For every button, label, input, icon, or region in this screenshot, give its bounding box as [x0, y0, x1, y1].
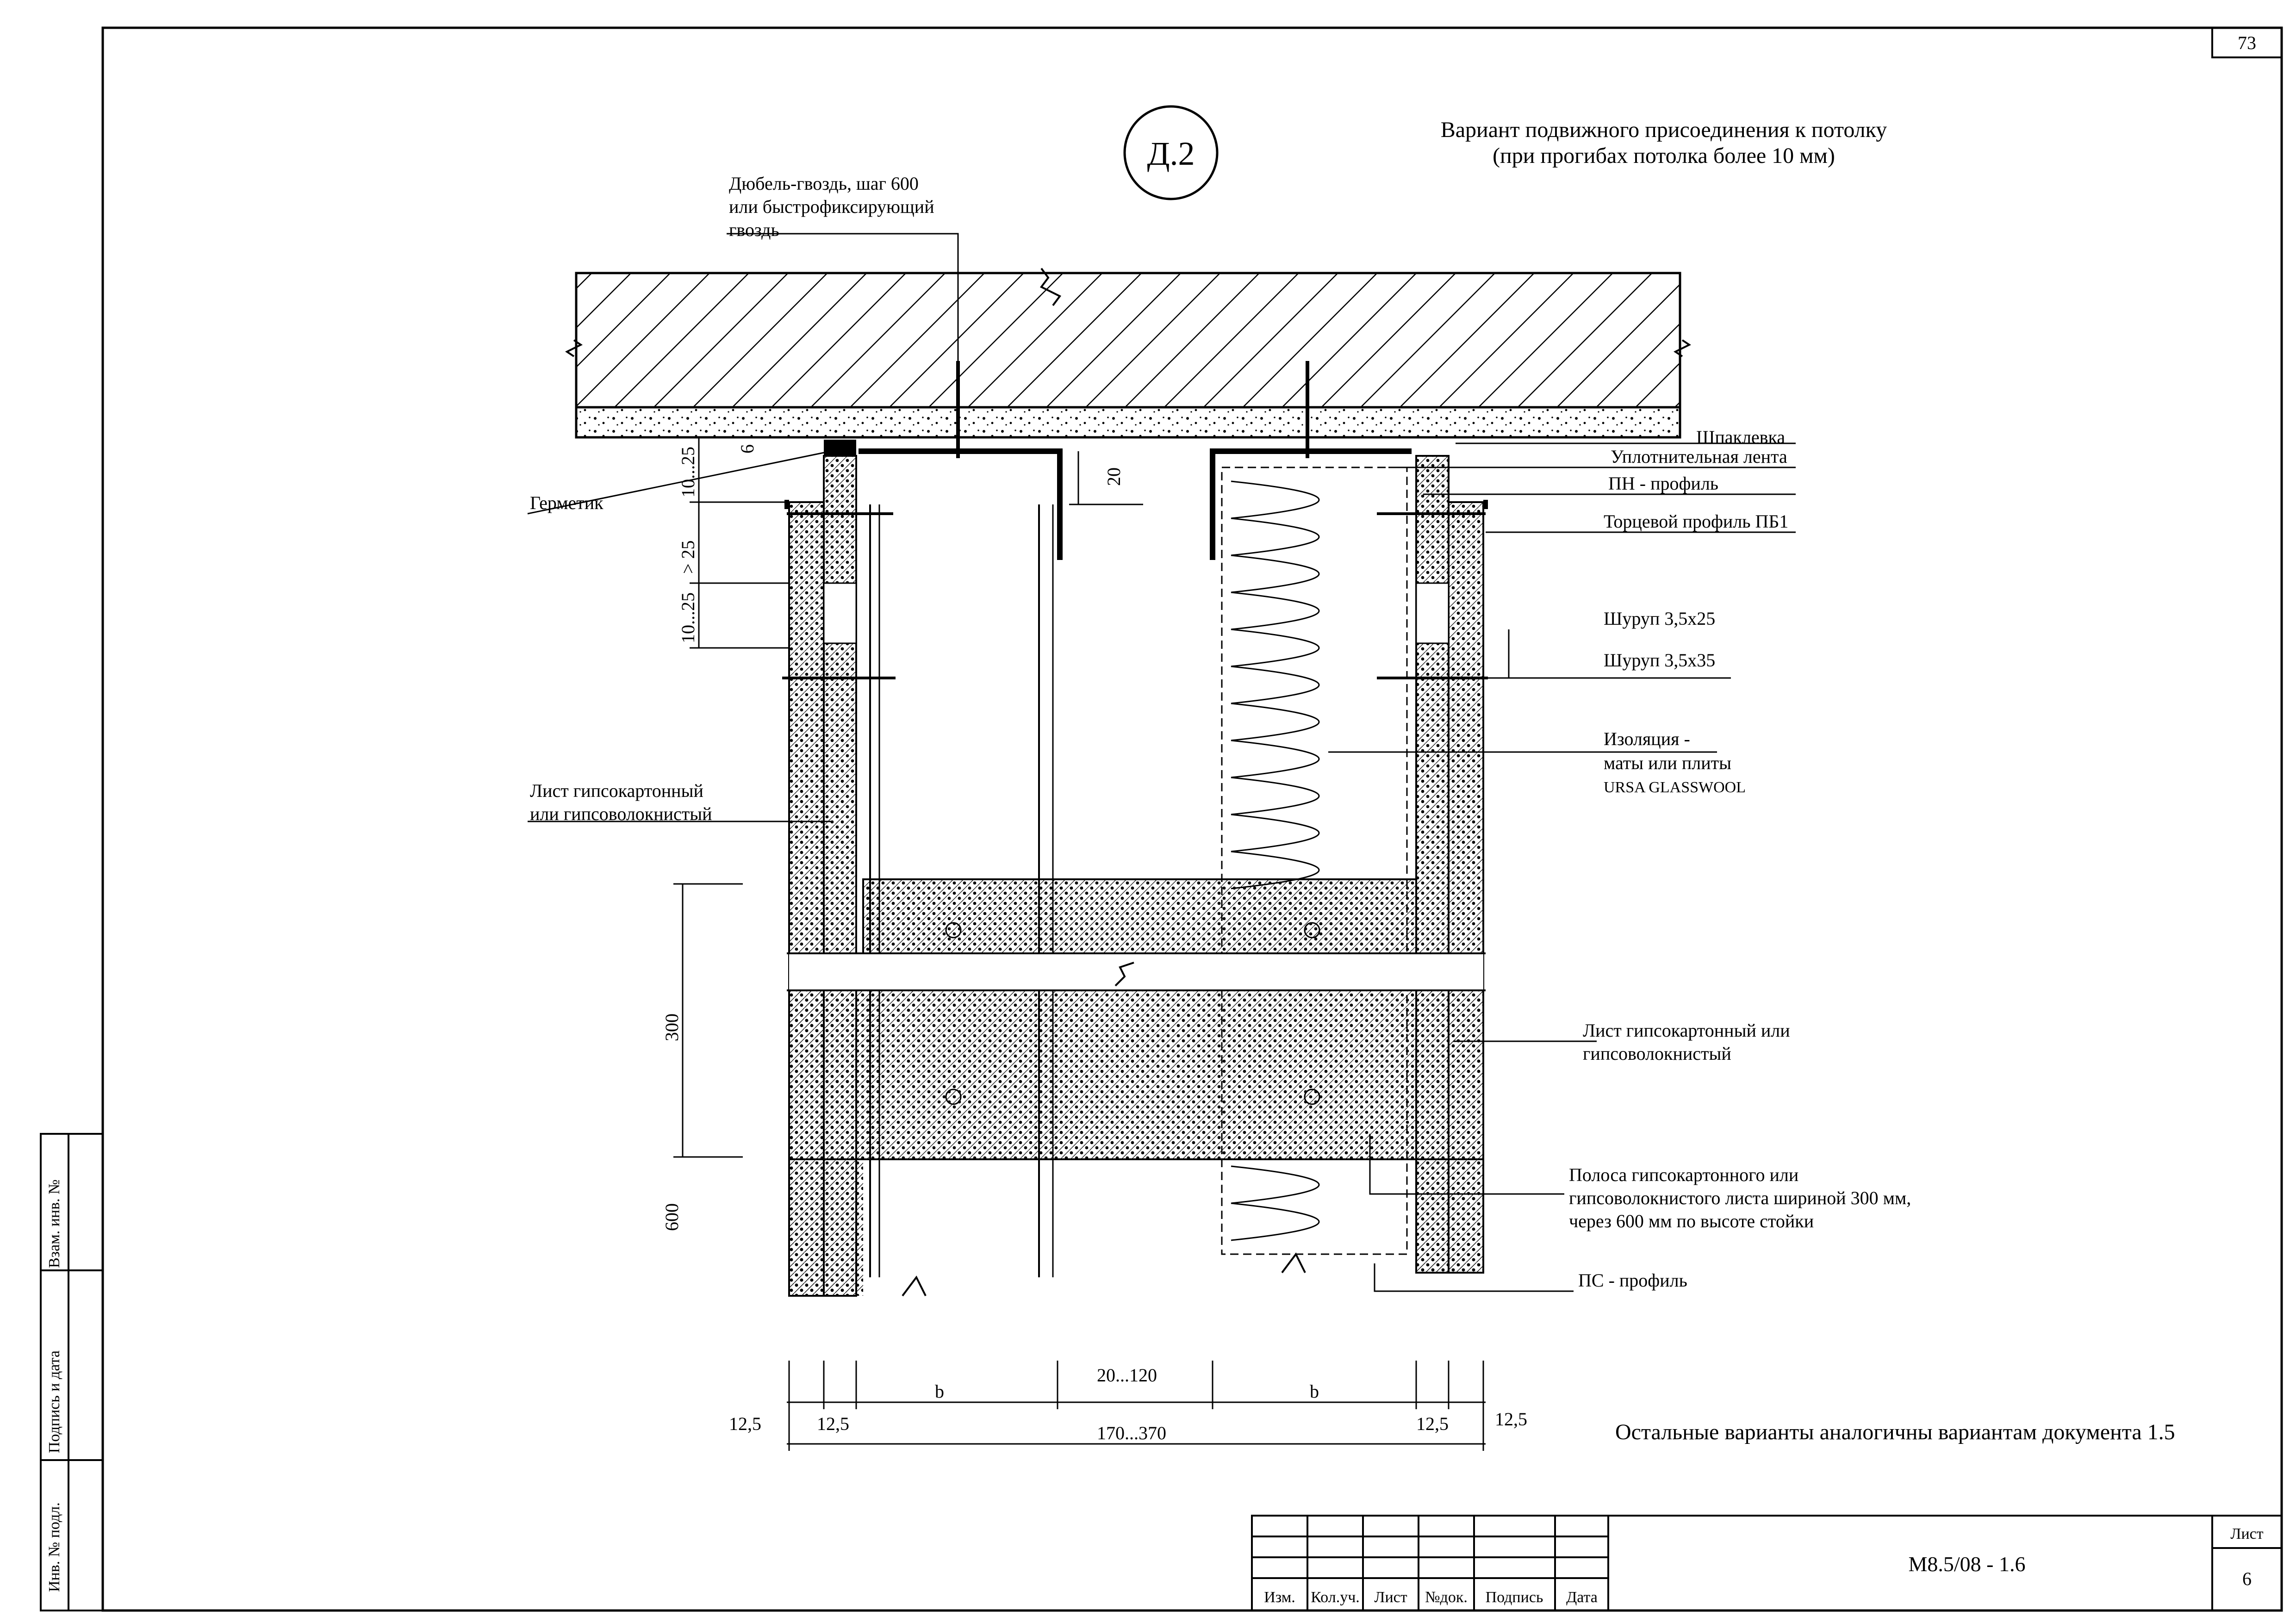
stamp-original-inv: Инв. № подл. — [46, 1502, 63, 1592]
tb-col-list: Лист — [1374, 1589, 1407, 1606]
callout-board-left-1: Лист гипсокартонный — [530, 780, 703, 801]
callout-board-right-1: Лист гипсокартонный или — [1583, 1020, 1790, 1041]
dim-12-5-d: 12,5 — [1495, 1409, 1527, 1430]
tb-col-ndok: №док. — [1425, 1589, 1468, 1606]
title-block — [1251, 1515, 2283, 1611]
insulation-mat — [1221, 466, 1408, 1255]
dimensions-vertical — [673, 436, 1143, 1158]
dim-170-370: 170...370 — [1097, 1423, 1166, 1443]
callout-strip-2: гипсоволокнистого листа шириной 300 мм, — [1569, 1188, 1911, 1208]
dim-10-25-bottom: 10...25 — [678, 592, 698, 643]
tb-col-podpis: Подпись — [1486, 1589, 1543, 1606]
dim-300: 300 — [661, 1014, 682, 1041]
callout-board-left-2: или гипсоволокнистый — [530, 803, 712, 824]
callout-screw-25: Шуруп 3,5х25 — [1604, 608, 1715, 629]
stamp-replaced-inv: Взам. инв. № — [46, 1179, 63, 1268]
dim-600: 600 — [661, 1203, 682, 1231]
dim-20: 20 — [1103, 467, 1124, 486]
side-stamp: Взам. инв. № Подпись и дата Инв. № подл. — [40, 1133, 104, 1611]
callout-insulation-1: Изоляция - — [1604, 728, 1690, 749]
dim-12-5-c: 12,5 — [1416, 1413, 1449, 1434]
sheet-frame: 73 — [101, 26, 2283, 1612]
tb-sheet-no: 6 — [2242, 1568, 2252, 1589]
footer-note: Остальные варианты аналогичны вариантам … — [1615, 1420, 2175, 1444]
callout-end-profile: Торцевой профиль ПБ1 — [1604, 511, 1788, 532]
dim-gt-25: > 25 — [678, 540, 698, 574]
callout-insulation-3: URSA GLASSWOOL — [1604, 779, 1746, 796]
dim-12-5-b: 12,5 — [817, 1413, 849, 1434]
dim-b-right: b — [1310, 1381, 1319, 1402]
callout-dowel-2: или быстрофиксирующий — [729, 196, 934, 217]
callout-ps-profile: ПС - профиль — [1578, 1270, 1687, 1291]
callout-dowel-3: гвоздь — [729, 219, 779, 240]
strip-board — [787, 878, 1486, 1297]
tb-col-data: Дата — [1566, 1589, 1598, 1606]
tb-col-izm: Изм. — [1264, 1589, 1295, 1606]
dim-6: 6 — [737, 444, 758, 454]
dim-20-120: 20...120 — [1097, 1365, 1157, 1386]
dim-12-5-a: 12,5 — [729, 1413, 761, 1434]
dimensions-horizontal — [787, 1361, 1486, 1451]
tb-doc-code: М8.5/08 - 1.6 — [1909, 1552, 2026, 1576]
callout-sealing-tape: Уплотнительная лента — [1611, 446, 1787, 467]
callout-putty: Шпаклевка — [1696, 427, 1785, 448]
title-line-1: Вариант подвижного присоединения к потол… — [1441, 118, 1887, 142]
callout-board-right-2: гипсоволокнистый — [1583, 1043, 1731, 1064]
callout-screw-35: Шуруп 3,5х35 — [1604, 650, 1715, 671]
tb-sheet-label: Лист — [2230, 1525, 2263, 1542]
dim-10-25-top: 10...25 — [678, 447, 698, 497]
stamp-signature-date: Подпись и дата — [46, 1350, 63, 1453]
callout-pn-profile: ПН - профиль — [1608, 473, 1718, 494]
leader-lines — [527, 233, 1796, 1292]
detail-header: Д.2 Вариант подвижного присоединения к п… — [1123, 105, 1887, 200]
callouts: Дюбель-гвоздь, шаг 600 или быстрофиксиру… — [530, 173, 1911, 1291]
detail-id: Д.2 — [1147, 135, 1195, 172]
ceiling-slab — [565, 267, 1691, 439]
page-number: 73 — [2238, 32, 2256, 53]
callout-dowel-1: Дюбель-гвоздь, шаг 600 — [729, 173, 919, 194]
callout-sealant: Герметик — [530, 492, 604, 513]
callout-strip-3: через 600 мм по высоте стойки — [1569, 1211, 1814, 1231]
tb-col-kol: Кол.уч. — [1311, 1589, 1360, 1606]
detail-marker — [1123, 105, 1219, 200]
callout-strip-1: Полоса гипсокартонного или — [1569, 1164, 1798, 1185]
dim-b-left: b — [935, 1381, 944, 1402]
title-line-2: (при прогибах потолка более 10 мм) — [1493, 143, 1835, 168]
callout-insulation-2: маты или плиты — [1604, 752, 1731, 773]
